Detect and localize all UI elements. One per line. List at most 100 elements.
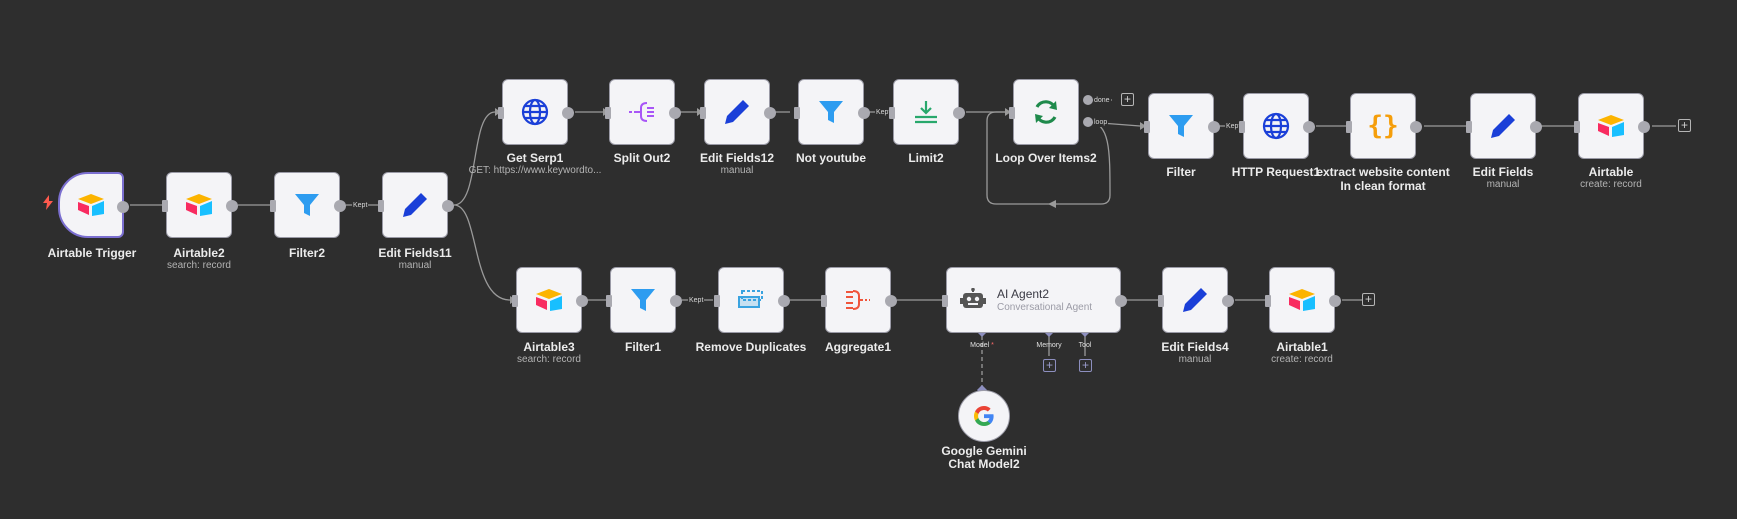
loop-icon (1014, 80, 1078, 144)
node-loop-over-items2[interactable] (1009, 79, 1079, 145)
kept-label: Kept (1225, 122, 1242, 131)
add-node-button[interactable]: + (1678, 119, 1691, 132)
node-label: Filter2 (288, 246, 326, 260)
output-port[interactable] (1208, 121, 1220, 133)
node-subtitle: GET: https://www.keywordto... (468, 165, 602, 176)
output-port[interactable] (1638, 121, 1650, 133)
input-port[interactable] (162, 200, 168, 212)
output-port[interactable] (576, 295, 588, 307)
input-port[interactable] (1009, 107, 1015, 119)
input-port[interactable] (889, 107, 895, 119)
node-filter[interactable] (1144, 93, 1220, 159)
node-airtable1[interactable] (1265, 267, 1341, 333)
done-label: done (1093, 96, 1111, 105)
node-title: AI Agent2 (997, 287, 1050, 301)
input-port[interactable] (794, 107, 800, 119)
output-port[interactable] (226, 200, 238, 212)
filter-icon (275, 173, 339, 237)
add-node-button[interactable]: + (1121, 93, 1134, 106)
node-split-out2[interactable] (605, 79, 681, 145)
output-port[interactable] (1222, 295, 1234, 307)
node-label: Airtable Trigger (47, 246, 137, 260)
input-port[interactable] (512, 295, 518, 307)
output-port[interactable] (117, 201, 129, 213)
input-port[interactable] (606, 295, 612, 307)
output-port[interactable] (778, 295, 790, 307)
node-label-line2: Chat Model2 (948, 457, 1020, 471)
node-ai-agent2[interactable]: AI Agent2 Conversational Agent (942, 267, 1127, 333)
globe-icon (1244, 94, 1308, 158)
node-filter1[interactable] (606, 267, 682, 333)
output-port[interactable] (953, 107, 965, 119)
input-port[interactable] (1346, 121, 1352, 133)
kept-label: Kept (875, 108, 892, 117)
node-edit-fields11[interactable] (378, 172, 454, 238)
filter-icon (799, 80, 863, 144)
add-node-button[interactable]: + (1362, 293, 1375, 306)
input-port[interactable] (1158, 295, 1164, 307)
input-port[interactable] (714, 295, 720, 307)
output-port[interactable] (442, 200, 454, 212)
node-airtable2[interactable] (162, 172, 238, 238)
output-port[interactable] (1530, 121, 1542, 133)
output-port[interactable] (562, 107, 574, 119)
input-port[interactable] (700, 107, 706, 119)
output-port[interactable] (669, 107, 681, 119)
output-port[interactable] (670, 295, 682, 307)
add-memory-button[interactable]: + (1043, 359, 1056, 372)
add-tool-button[interactable]: + (1079, 359, 1092, 372)
node-airtable-trigger[interactable] (58, 172, 129, 238)
node-label: Filter1 (624, 340, 662, 354)
input-port[interactable] (605, 107, 611, 119)
node-label: Airtable3 (523, 340, 575, 354)
pencil-icon (1163, 268, 1227, 332)
airtable-icon (60, 174, 122, 236)
airtable-icon (167, 173, 231, 237)
node-edit-fields[interactable] (1466, 93, 1542, 159)
node-label: Airtable1 (1276, 340, 1328, 354)
node-limit2[interactable] (889, 79, 965, 145)
node-label: Remove Duplicates (695, 340, 807, 354)
globe-icon (503, 80, 567, 144)
node-remove-duplicates[interactable] (714, 267, 790, 333)
input-port[interactable] (821, 295, 827, 307)
input-port[interactable] (1265, 295, 1271, 307)
kept-label: Kept (352, 201, 369, 210)
output-port[interactable] (764, 107, 776, 119)
node-aggregate1[interactable] (821, 267, 897, 333)
node-not-youtube[interactable] (794, 79, 870, 145)
output-port[interactable] (1303, 121, 1315, 133)
input-port[interactable] (378, 200, 384, 212)
node-label: HTTP Request1 (1231, 165, 1321, 179)
input-port[interactable] (1466, 121, 1472, 133)
node-edit-fields4[interactable] (1158, 267, 1234, 333)
node-label: Split Out2 (613, 151, 671, 165)
node-filter2[interactable] (270, 172, 346, 238)
node-http-request1[interactable] (1239, 93, 1315, 159)
node-get-serp1[interactable] (498, 79, 574, 145)
node-label: Edit Fields12 (699, 151, 775, 165)
input-port[interactable] (1144, 121, 1150, 133)
filter-icon (611, 268, 675, 332)
input-port[interactable] (1574, 121, 1580, 133)
input-port[interactable] (1239, 121, 1245, 133)
input-port[interactable] (942, 295, 948, 307)
node-label: Edit Fields11 (378, 246, 452, 260)
input-port[interactable] (270, 200, 276, 212)
google-icon (959, 391, 1009, 441)
input-port[interactable] (498, 107, 504, 119)
output-port[interactable] (885, 295, 897, 307)
output-port[interactable] (334, 200, 346, 212)
node-extract-website-content[interactable]: {} (1346, 93, 1422, 159)
node-google-gemini-chat-model2[interactable] (958, 390, 1010, 442)
node-edit-fields12[interactable] (700, 79, 776, 145)
output-port[interactable] (858, 107, 870, 119)
node-airtable[interactable] (1574, 93, 1650, 159)
output-port[interactable] (1329, 295, 1341, 307)
node-subtitle: manual (398, 260, 432, 271)
output-port[interactable] (1115, 295, 1127, 307)
filter-icon (1149, 94, 1213, 158)
output-port[interactable] (1410, 121, 1422, 133)
node-airtable3[interactable] (512, 267, 588, 333)
